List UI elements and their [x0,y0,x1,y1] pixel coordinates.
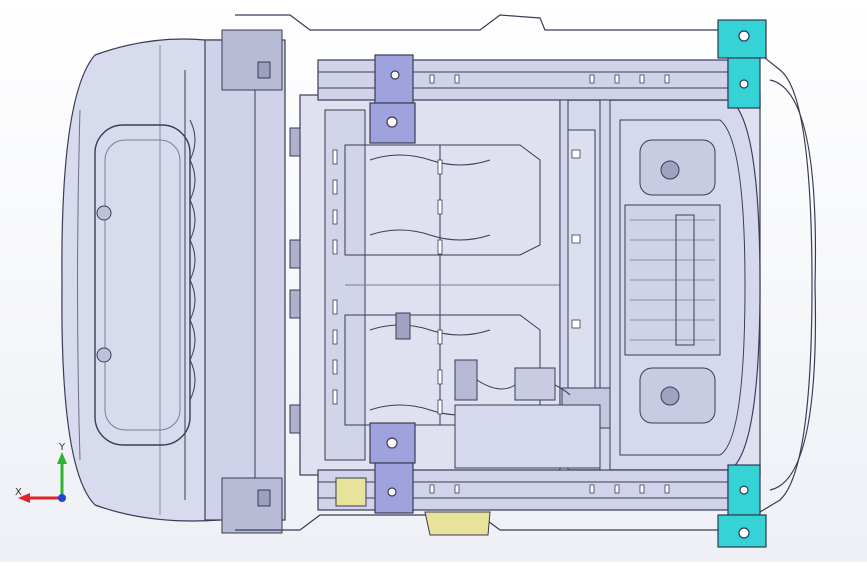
rail-mount-brackets [369,54,416,514]
backrest-cushion [61,38,233,522]
wiring-harness-and-module [454,359,611,469]
cushion-outline [235,14,813,531]
axis-orientation-triad: Y X [12,440,72,510]
x-axis-label: X [15,487,22,498]
rail-crossbars [559,99,611,471]
z-axis-marker [58,494,66,502]
backrest-frame [204,29,286,534]
y-axis-label: Y [58,442,66,453]
floor-mount-feet [717,19,767,548]
recliner-connectors [335,477,491,536]
